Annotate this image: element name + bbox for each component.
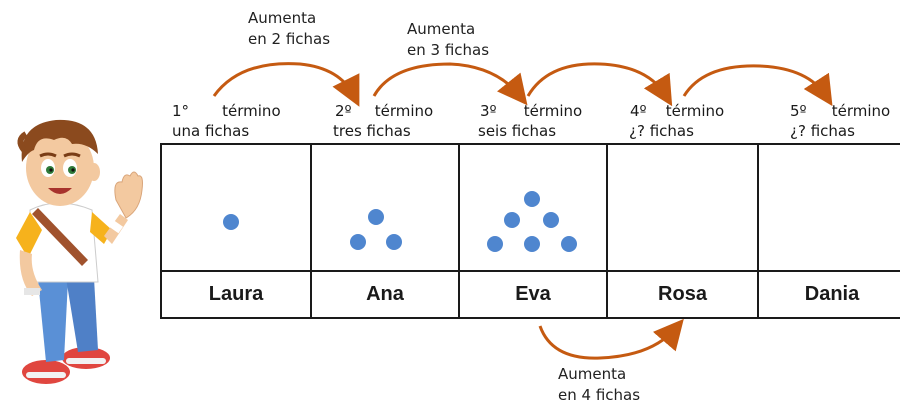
column-4-name: Rosa xyxy=(658,283,707,305)
column-1-name: Laura xyxy=(208,283,264,305)
waving-boy-illustration xyxy=(16,119,143,384)
arrow-4-to-5 xyxy=(682,64,833,107)
term-2: 2º término xyxy=(335,101,433,120)
chip-dot xyxy=(561,236,577,252)
arrow-1-to-2 xyxy=(212,62,360,107)
annotation-top-1-line1: Aumenta xyxy=(248,9,317,27)
column-2-name: Ana xyxy=(366,283,404,305)
chip-dot xyxy=(223,214,239,230)
annotation-bottom-line1: Aumenta xyxy=(558,365,627,383)
term-5-word: término xyxy=(831,102,891,120)
term-1-word: término xyxy=(222,102,281,120)
chip-dot xyxy=(386,234,402,250)
chip-dot xyxy=(543,212,559,228)
sequence-table: Laura Ana Eva Rosa Dania xyxy=(160,143,900,319)
table-column-1: Laura xyxy=(162,145,312,317)
term-2-number: 2º xyxy=(335,102,352,120)
arrow-3-to-4-bottom xyxy=(538,318,684,360)
term-5-number: 5º xyxy=(790,102,807,120)
annotation-top-2: Aumenta en 3 fichas xyxy=(407,19,489,61)
chip-dot xyxy=(524,236,540,252)
chip-dot xyxy=(524,191,540,207)
table-column-4: Rosa xyxy=(608,145,759,317)
term-2-word: término xyxy=(374,102,434,120)
term-3-description: seis fichas xyxy=(478,122,557,140)
term-4: 4º término xyxy=(630,101,724,120)
term-4-word: término xyxy=(665,102,725,120)
chip-dot xyxy=(368,209,384,225)
term-5: 5º término xyxy=(790,101,890,120)
annotation-bottom-line2: en 4 fichas xyxy=(558,386,641,404)
column-5-name: Dania xyxy=(804,283,860,305)
table-column-3: Eva xyxy=(460,145,608,317)
chip-dot xyxy=(487,236,503,252)
term-3: 3º término xyxy=(480,101,582,120)
table-divider xyxy=(162,270,900,272)
term-3-word: término xyxy=(523,102,583,120)
arrow-2-to-3 xyxy=(372,62,528,106)
annotation-top-2-line1: Aumenta xyxy=(407,20,476,38)
term-5-description: ¿? fichas xyxy=(790,122,855,140)
term-4-number: 4º xyxy=(630,102,647,120)
chip-dot xyxy=(504,212,520,228)
term-1-description: una fichas xyxy=(172,122,250,140)
term-4-description: ¿? fichas xyxy=(629,122,694,140)
term-3-number: 3º xyxy=(480,102,497,120)
term-2-description: tres fichas xyxy=(333,122,411,140)
arrow-3-to-4 xyxy=(526,62,673,107)
table-column-2: Ana xyxy=(312,145,460,317)
annotation-bottom: Aumenta en 4 fichas xyxy=(558,364,640,406)
term-1: 1° término xyxy=(172,101,281,120)
annotation-top-1: Aumenta en 2 fichas xyxy=(248,8,330,50)
chip-dot xyxy=(350,234,366,250)
column-3-name: Eva xyxy=(515,283,551,305)
annotation-top-2-line2: en 3 fichas xyxy=(407,41,490,59)
annotation-top-1-line2: en 2 fichas xyxy=(248,30,331,48)
term-1-number: 1° xyxy=(172,102,190,120)
table-column-5: Dania xyxy=(759,145,900,317)
